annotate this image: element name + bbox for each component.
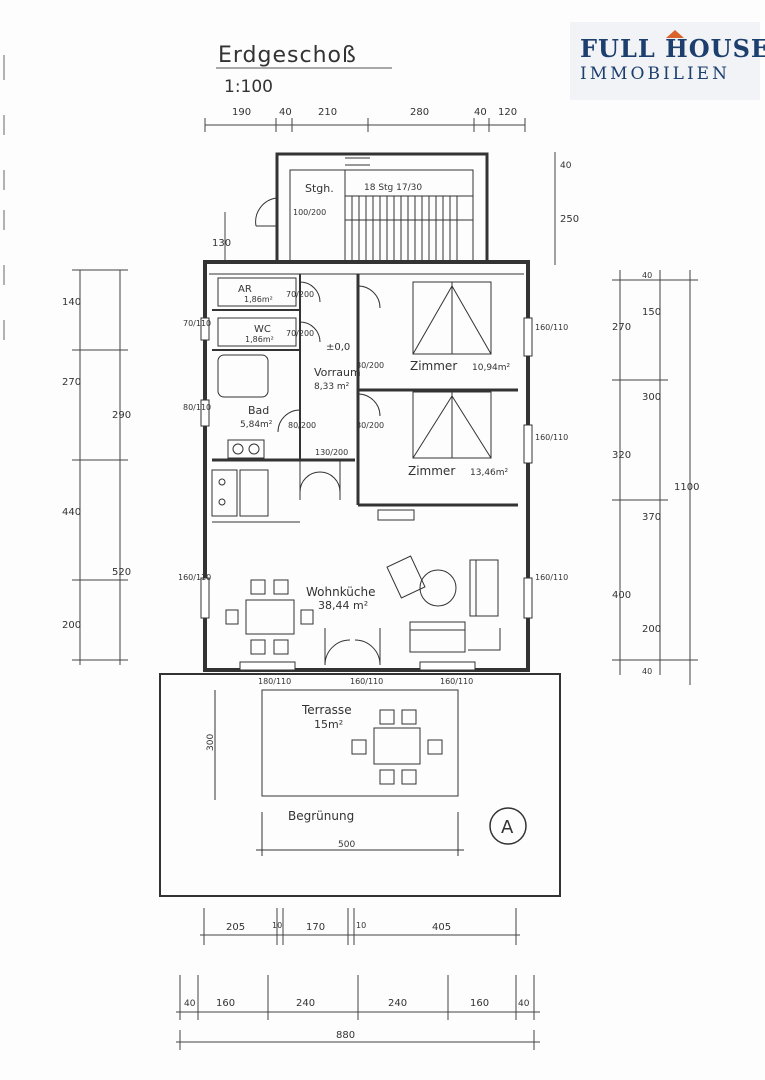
dim-right-4: 300 <box>642 392 661 403</box>
door-label-living: 130/200 <box>315 448 348 457</box>
door-label-storage: 70/200 <box>286 290 314 299</box>
room-living-area: 38,44 m² <box>318 599 368 612</box>
window-label-room2: 160/110 <box>535 433 568 442</box>
company-logo: FULL HOUSE IMMOBILIEN <box>570 22 765 100</box>
dim-bottom1-3: 170 <box>306 922 325 933</box>
dim-bottom1-5: 405 <box>432 922 451 933</box>
room-storage-area: 1,86m² <box>244 295 273 304</box>
staircase <box>255 152 489 264</box>
stair-steps: 18 Stg 17/30 <box>364 183 422 193</box>
dim-right-2: 150 <box>642 307 661 318</box>
room-hall-label: Vorraum <box>314 366 361 379</box>
room-wc-label: WC <box>254 324 271 335</box>
door-label-bath: 80/200 <box>288 421 316 430</box>
dim-stair-left: 130 <box>212 238 231 249</box>
dim-bottom2-1: 40 <box>184 999 196 1009</box>
room-living-label: Wohnküche <box>306 585 376 599</box>
plan-scale: 1:100 <box>224 77 273 97</box>
room-bath-label: Bad <box>248 404 269 417</box>
door-label-room2: 80/200 <box>356 421 384 430</box>
door-label-stair: 100/200 <box>293 208 326 217</box>
window-label-wc: 70/110 <box>183 319 211 328</box>
building-outline <box>203 260 530 672</box>
bottom-dimension-chains <box>176 908 540 1050</box>
dim-right-5: 320 <box>612 450 631 461</box>
stair-label: Stgh. <box>305 182 334 195</box>
dim-top-2: 40 <box>279 107 292 118</box>
dim-right-9: 40 <box>642 667 652 676</box>
dim-left-2: 270 <box>62 377 81 388</box>
dim-left-1: 140 <box>62 297 81 308</box>
hall-level: ±0,0 <box>326 342 350 353</box>
dim-bottom1-4: 10 <box>356 921 366 930</box>
dim-right-7: 400 <box>612 590 631 601</box>
room-bedroom1-label: Zimmer <box>410 359 457 373</box>
dim-terrace-height: 300 <box>206 734 216 751</box>
dim-left-5: 520 <box>112 567 131 578</box>
dim-left-3: 290 <box>112 410 131 421</box>
terrace-label: Terrasse <box>301 703 352 717</box>
dim-right-3: 270 <box>612 322 631 333</box>
wardrobes <box>412 281 492 459</box>
dim-top-4: 280 <box>410 107 429 118</box>
dim-bottom2-6: 40 <box>518 999 530 1009</box>
room-bath-area: 5,84m² <box>240 420 273 430</box>
door-label-wc: 70/200 <box>286 329 314 338</box>
dim-stair-right-1: 40 <box>560 161 572 171</box>
dim-right-8: 200 <box>642 624 661 635</box>
dim-bottom1-2: 10 <box>272 921 282 930</box>
room-bedroom2-label: Zimmer <box>408 464 455 478</box>
window-label-living-right: 160/110 <box>535 573 568 582</box>
dim-top-6: 120 <box>498 107 517 118</box>
windows <box>200 317 533 671</box>
green-label: Begrünung <box>288 809 354 823</box>
dim-right-total: 1100 <box>674 482 699 493</box>
dim-right-6: 370 <box>642 512 661 523</box>
terrace <box>159 673 561 897</box>
window-label-living-left: 160/110 <box>178 573 211 582</box>
dim-left-6: 200 <box>62 620 81 631</box>
dim-top-3: 210 <box>318 107 337 118</box>
dim-top-1: 190 <box>232 107 251 118</box>
room-hall-area: 8,33 m² <box>314 382 350 392</box>
dim-left-4: 440 <box>62 507 81 518</box>
window-label-room1: 160/110 <box>535 323 568 332</box>
logo-line-2: IMMOBILIEN <box>580 64 730 84</box>
dim-bottom2-4: 240 <box>388 998 407 1009</box>
door-swings <box>277 281 381 666</box>
living-furniture <box>225 555 501 655</box>
plan-title: Erdgeschoß <box>218 43 357 68</box>
logo-line-1: FULL HOUSE <box>580 34 765 63</box>
terrace-area: 15m² <box>314 718 343 731</box>
right-dimension-chains <box>612 270 698 685</box>
dim-green-width: 500 <box>338 840 355 850</box>
dim-bottom2-2: 160 <box>216 998 235 1009</box>
interior-walls <box>211 274 518 523</box>
room-storage-label: AR <box>238 284 252 295</box>
section-marker: A <box>501 817 514 838</box>
dim-bottom2-5: 160 <box>470 998 489 1009</box>
dim-total-width: 880 <box>336 1030 355 1041</box>
window-label-bottom-right: 160/110 <box>440 677 473 686</box>
left-dimension-chains <box>72 269 128 665</box>
top-dimension-chain <box>204 118 526 132</box>
room-wc-area: 1,86m² <box>245 335 274 344</box>
door-label-room1: 80/200 <box>356 361 384 370</box>
dim-right-1: 40 <box>642 271 652 280</box>
window-label-bottom-mid: 160/110 <box>350 677 383 686</box>
window-label-bath: 80/110 <box>183 403 211 412</box>
window-label-bottom-left: 180/110 <box>258 677 291 686</box>
room-bedroom1-area: 10,94m² <box>472 363 511 373</box>
dim-top-5: 40 <box>474 107 487 118</box>
logo-roof-icon <box>666 30 684 38</box>
dim-stair-right-2: 250 <box>560 214 579 225</box>
dim-bottom1-1: 205 <box>226 922 245 933</box>
dim-bottom2-3: 240 <box>296 998 315 1009</box>
room-bedroom2-area: 13,46m² <box>470 468 509 478</box>
